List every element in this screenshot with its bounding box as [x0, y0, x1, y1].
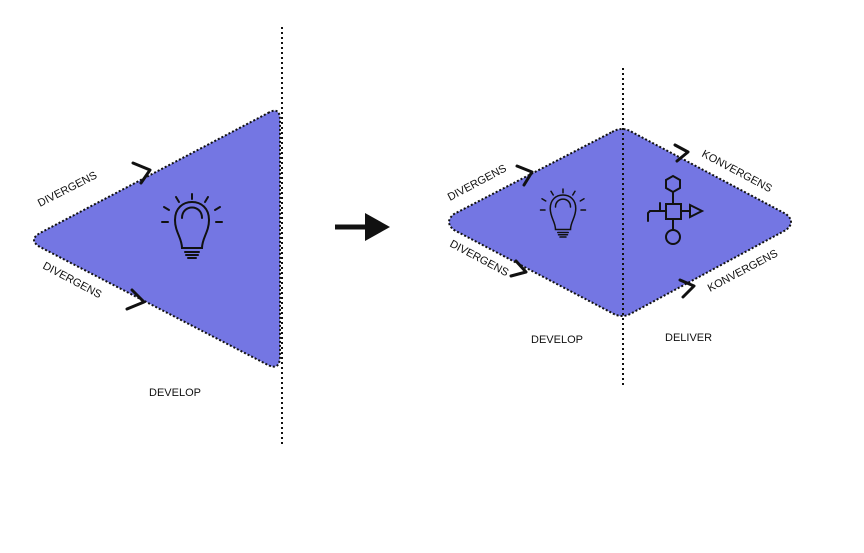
left-diagram: DIVERGENS DIVERGENS DEVELOP — [33, 27, 283, 447]
chevron-arrow-icon — [125, 288, 146, 311]
edge-label: DIVERGENS — [36, 170, 99, 210]
right-diagram: DIVERGENS DIVERGENS KONVERGENS KONVERGEN… — [446, 68, 792, 385]
lightbulb-icon — [161, 193, 223, 259]
lightbulb-icon — [539, 188, 587, 238]
phase-label: DEVELOP — [531, 334, 583, 346]
chevron-arrow-icon — [515, 164, 534, 187]
chevron-arrow-icon — [678, 278, 696, 299]
phase-label: DEVELOP — [149, 387, 201, 399]
double-diamond-shape — [448, 128, 792, 317]
chevron-arrow-icon — [509, 259, 528, 278]
process-diagram-icon — [647, 174, 705, 245]
arrow-right-icon — [335, 213, 390, 241]
chevron-arrow-icon — [131, 161, 152, 185]
chevron-arrow-icon — [673, 143, 690, 163]
phase-label: DELIVER — [665, 332, 712, 344]
develop-triangle — [33, 109, 281, 368]
